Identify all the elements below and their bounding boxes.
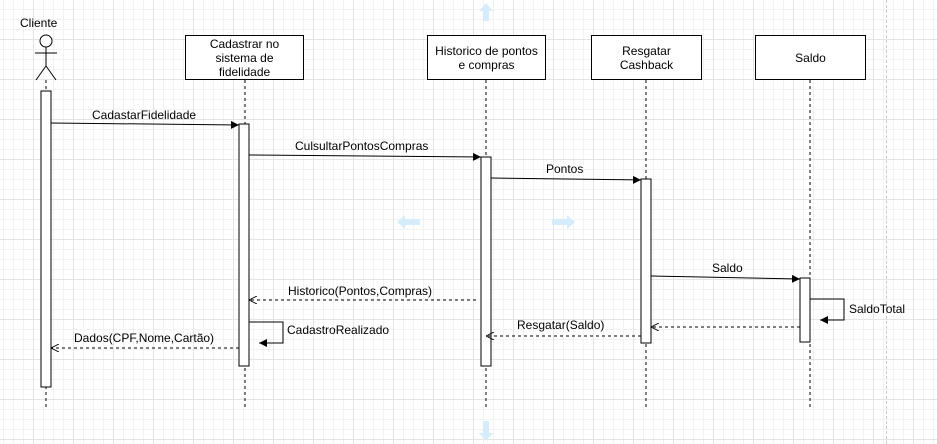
participant-historico-label: Historico de pontos e compras: [435, 43, 538, 72]
participant-resgatar-label: Resgatar Cashback: [619, 43, 674, 72]
activation-resgatar[interactable]: [640, 178, 652, 344]
hint-arrow-left-icon[interactable]: [397, 215, 420, 229]
activation-cadastro[interactable]: [238, 123, 250, 367]
message-consultar-pontos[interactable]: [248, 152, 482, 161]
participant-saldo[interactable]: Saldo: [755, 35, 866, 80]
message-label-resgatar-saldo: Resgatar(Saldo): [517, 318, 605, 332]
participant-cadastro-label: Cadastrar no sistema de fidelidade: [209, 36, 280, 79]
message-label-saldo-total: SaldoTotal: [849, 302, 906, 316]
hint-arrow-right-icon[interactable]: [552, 215, 575, 229]
activation-cliente[interactable]: [40, 90, 52, 388]
actor-label: Cliente: [20, 16, 58, 30]
message-label-pontos: Pontos: [546, 162, 584, 176]
actor-icon[interactable]: [35, 34, 57, 81]
message-saldo-total[interactable]: [810, 298, 845, 324]
participant-resgatar[interactable]: Resgatar Cashback: [591, 35, 702, 80]
activation-historico[interactable]: [480, 156, 492, 367]
message-label-cadastro-realizado: CadastroRealizado: [287, 323, 390, 337]
message-cadastar-fidelidade[interactable]: [50, 120, 240, 129]
message-label-saldo: Saldo: [712, 261, 743, 275]
message-label-consultar-pontos: CulsultarPontosCompras: [295, 139, 429, 153]
participant-saldo-label: Saldo: [795, 50, 826, 65]
participant-cadastro[interactable]: Cadastrar no sistema de fidelidade: [185, 35, 304, 80]
message-label-dados: Dados(CPF,Nome,Cartão): [74, 331, 215, 345]
participant-historico[interactable]: Historico de pontos e compras: [427, 35, 546, 80]
message-saldo[interactable]: [650, 274, 801, 283]
hint-arrow-up-icon[interactable]: [479, 3, 493, 21]
message-cadastro-realizado[interactable]: [249, 321, 284, 347]
message-label-historico: Historico(Pontos,Compras): [288, 284, 433, 298]
activation-saldo[interactable]: [799, 277, 811, 343]
message-label-cadastar-fidelidade: CadastarFidelidade: [92, 108, 197, 122]
page-boundary: [886, 0, 887, 444]
message-pontos[interactable]: [490, 175, 642, 184]
hint-arrow-down-icon[interactable]: [479, 421, 493, 441]
